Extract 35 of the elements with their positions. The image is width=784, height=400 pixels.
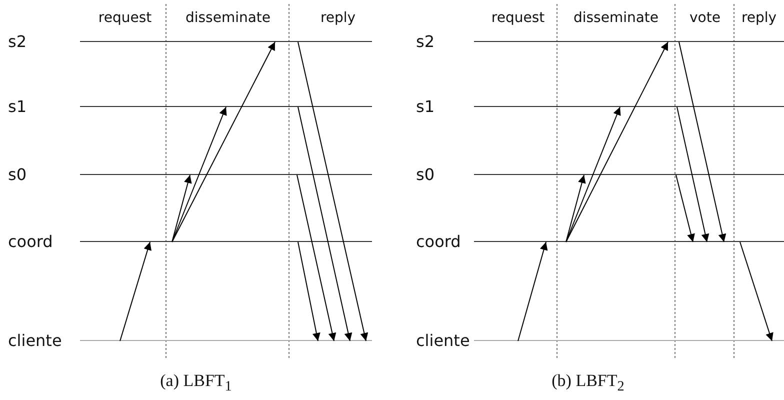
- process-label: cliente: [8, 331, 62, 351]
- message-arrow: [566, 174, 586, 242]
- process-label: coord: [416, 232, 461, 252]
- message-arrow: [678, 42, 726, 242]
- message-arrow: [296, 174, 336, 342]
- figure-caption: (a) LBFT$_{1}$: [160, 372, 232, 396]
- process-label: cliente: [416, 331, 470, 351]
- message-arrow: [740, 242, 774, 342]
- message-arrow: [676, 174, 695, 242]
- message-arrow: [566, 106, 621, 242]
- process-label: s1: [416, 97, 435, 117]
- message-arrow: [172, 42, 276, 242]
- message-arrow: [298, 42, 368, 342]
- message-arrow: [172, 174, 192, 242]
- process-label: s1: [8, 97, 27, 117]
- process-label: s2: [416, 32, 435, 52]
- process-label: s0: [416, 165, 435, 185]
- message-arrow: [518, 242, 548, 342]
- process-label: s0: [8, 165, 27, 185]
- figure-caption: (b) LBFT$_{2}$: [552, 372, 624, 396]
- process-label: s2: [8, 32, 27, 52]
- message-arrow: [120, 242, 152, 342]
- phase-label: request: [98, 9, 152, 27]
- phase-label: reply: [741, 9, 777, 27]
- message-arrow: [566, 42, 668, 242]
- phase-label: disseminate: [185, 9, 271, 27]
- message-arrow: [298, 106, 352, 342]
- phase-label: vote: [690, 9, 720, 27]
- message-arrow: [172, 106, 227, 242]
- phase-label: request: [491, 9, 545, 27]
- message-arrow: [676, 106, 710, 242]
- phase-label: reply: [320, 9, 356, 27]
- process-label: coord: [8, 232, 53, 252]
- phase-label: disseminate: [573, 9, 659, 27]
- message-arrow: [298, 242, 320, 342]
